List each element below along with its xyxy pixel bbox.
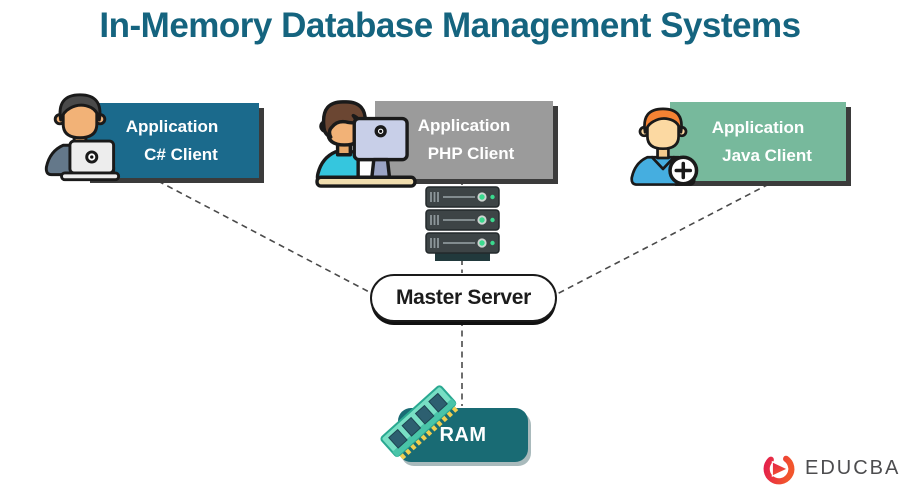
educba-swirl-icon xyxy=(763,453,795,485)
educba-logo-text: EDUCBA xyxy=(805,456,900,479)
master-server-node: Master Server xyxy=(370,274,557,322)
server-stack-icon xyxy=(425,186,500,261)
connector-java-to-master xyxy=(556,183,770,295)
client-label-line1: Application xyxy=(125,116,219,136)
server-led-lights xyxy=(477,192,495,248)
client-label-line2: Java Client xyxy=(722,145,812,165)
client-label-line2: PHP Client xyxy=(427,144,515,163)
client-box-java: Application Java Client xyxy=(670,102,846,181)
client-label-line2: C# Client xyxy=(144,144,218,164)
connector-csharp-to-master xyxy=(157,180,374,295)
educba-logo: EDUCBA xyxy=(760,449,900,487)
ram-chip-icon xyxy=(380,385,459,460)
person-laptop-icon xyxy=(44,93,121,182)
client-label-line1: Application xyxy=(417,116,511,135)
person-desktop-icon xyxy=(315,100,417,188)
person-plus-icon xyxy=(630,107,699,186)
client-label-line1: Application xyxy=(711,117,805,137)
ram-label: RAM xyxy=(439,423,487,446)
page-title: In-Memory Database Management Systems xyxy=(99,6,801,45)
master-server-label: Master Server xyxy=(395,286,532,309)
